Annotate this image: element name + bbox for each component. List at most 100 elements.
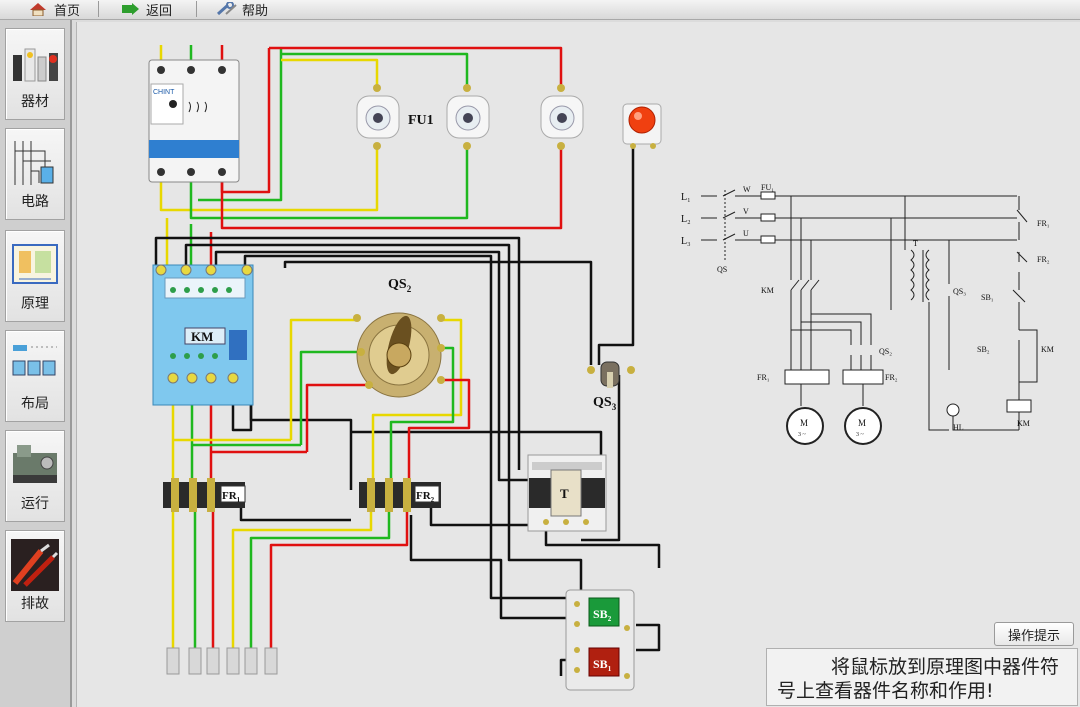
- schematic-fr1-contact: FR₁: [1037, 219, 1050, 228]
- wire-black: [243, 254, 576, 600]
- back-arrow-icon: [120, 2, 140, 16]
- motor1-sub: 3 ~: [798, 432, 807, 438]
- svg-text:SB1: SB1: [593, 657, 612, 673]
- motor1-label: M: [800, 418, 808, 428]
- workspace-canvas: CHINT: [76, 22, 1080, 707]
- schematic-l2: L₂: [681, 214, 691, 225]
- wire-black: [184, 243, 583, 600]
- schematic-sb2: SB₂: [977, 345, 990, 354]
- qs2-label: QS: [388, 277, 407, 292]
- wire-black: [429, 505, 546, 527]
- schematic-qs: QS: [717, 265, 727, 274]
- help-button[interactable]: 帮助: [216, 0, 269, 19]
- help-tools-icon: [216, 1, 237, 16]
- toolbar-divider: [98, 1, 99, 17]
- toggle-switch-qs3[interactable]: QS3: [587, 361, 635, 412]
- back-label: 返回: [146, 3, 173, 19]
- sidebar-item-label: 电路: [21, 194, 49, 210]
- sb2-label: SB: [593, 607, 608, 621]
- wire-green: [299, 350, 361, 445]
- thermal-relay-fr2[interactable]: FR2: [359, 478, 441, 512]
- svg-text:QS2: QS2: [388, 277, 412, 294]
- transformer-label: T: [560, 486, 569, 501]
- sidebar-item-principle[interactable]: 原理: [5, 230, 65, 322]
- schematic-km: KM: [761, 286, 774, 295]
- help-label: 帮助: [242, 3, 269, 19]
- wire-black: [597, 145, 635, 365]
- fr2-subscript: 2: [431, 496, 435, 504]
- sb1-subscript: 1: [608, 665, 612, 673]
- wire-black: [581, 375, 621, 542]
- equipment-icon: [11, 37, 59, 89]
- sidebar-item-label: 布局: [21, 396, 49, 412]
- transformer-t[interactable]: T: [527, 454, 607, 532]
- thermal-relay-fr1[interactable]: FR1: [163, 478, 246, 512]
- wire-black: [409, 515, 581, 620]
- sidebar-item-label: 器材: [21, 94, 49, 110]
- tools-icon: [11, 539, 59, 591]
- fr1-label: FR: [222, 490, 238, 502]
- schematic-fu1: FU₁: [761, 183, 774, 192]
- wire-green: [281, 52, 469, 90]
- sidebar-item-equipment[interactable]: 器材: [5, 28, 65, 120]
- fuse-fu1[interactable]: FU1: [356, 84, 584, 150]
- sidebar-item-label: 排故: [21, 596, 49, 612]
- motor2-label: M: [858, 418, 866, 428]
- sb2-button[interactable]: [588, 597, 620, 627]
- motor2-sub: 3 ~: [856, 432, 865, 438]
- schematic-fr2: FR₂: [885, 373, 898, 382]
- schematic-qs2: QS₂: [879, 347, 892, 356]
- schematic-l3: L₃: [681, 236, 691, 247]
- sidebar-item-run[interactable]: 运行: [5, 430, 65, 522]
- fr1-subscript: 1: [237, 496, 241, 504]
- svg-text:QS3: QS3: [593, 395, 617, 412]
- machine-icon: [11, 439, 59, 491]
- wire-yellow: [159, 145, 379, 212]
- layout-icon: [11, 339, 59, 391]
- wire-yellow: [281, 58, 379, 90]
- principle-schematic: [701, 189, 1038, 445]
- fr2-label: FR: [416, 490, 432, 502]
- wire-black: [283, 260, 593, 365]
- hint-line-1: 将鼠标放到原理图中器件符: [830, 656, 1059, 678]
- wire-yellow: [231, 510, 373, 650]
- left-sidebar: 器材 电路 原理: [0, 20, 72, 707]
- wire-green: [389, 346, 455, 490]
- wire-green: [249, 510, 391, 650]
- schematic-km-coil: KM: [1017, 419, 1030, 428]
- sidebar-item-circuit[interactable]: 电路: [5, 128, 65, 220]
- qs3-subscript: 3: [612, 402, 617, 412]
- contactor-km[interactable]: KM: [152, 264, 254, 406]
- home-label: 首页: [54, 3, 81, 19]
- sb2-subscript: 2: [608, 615, 612, 623]
- wire-yellow: [371, 318, 463, 490]
- wire-red: [269, 510, 409, 650]
- circuit-icon: [11, 137, 59, 189]
- output-terminal-block[interactable]: [166, 647, 278, 675]
- home-button[interactable]: 首页: [28, 0, 81, 19]
- fu1-label: FU1: [408, 113, 434, 128]
- pushbutton-box[interactable]: SB2 SB1: [565, 589, 635, 691]
- wire-red: [269, 46, 563, 90]
- schematic-w: W: [743, 185, 751, 194]
- wire-red: [407, 378, 471, 490]
- sidebar-item-troubleshoot[interactable]: 排故: [5, 530, 65, 622]
- operation-hint-box: 将鼠标放到原理图中器件符 号上查看器件名称和作用!: [766, 648, 1078, 706]
- indicator-lamp-hl[interactable]: [622, 103, 662, 149]
- toolbar-divider: [196, 1, 197, 17]
- sb1-label: SB: [593, 657, 608, 671]
- qs2-subscript: 2: [407, 284, 412, 294]
- operation-hint-button[interactable]: 操作提示: [994, 622, 1074, 646]
- schematic-l1: L₁: [681, 192, 691, 203]
- sb1-button[interactable]: [588, 647, 620, 677]
- principle-icon: [11, 239, 59, 291]
- qs3-label: QS: [593, 395, 612, 410]
- svg-text:FR2: FR2: [416, 490, 435, 504]
- circuit-breaker[interactable]: CHINT: [148, 59, 240, 183]
- wire-yellow: [289, 318, 356, 440]
- rotary-switch-qs2[interactable]: QS2: [353, 277, 445, 398]
- wire-red: [305, 383, 371, 452]
- sidebar-item-layout[interactable]: 布局: [5, 330, 65, 422]
- back-button[interactable]: 返回: [120, 0, 173, 19]
- sidebar-item-label: 原理: [21, 296, 49, 312]
